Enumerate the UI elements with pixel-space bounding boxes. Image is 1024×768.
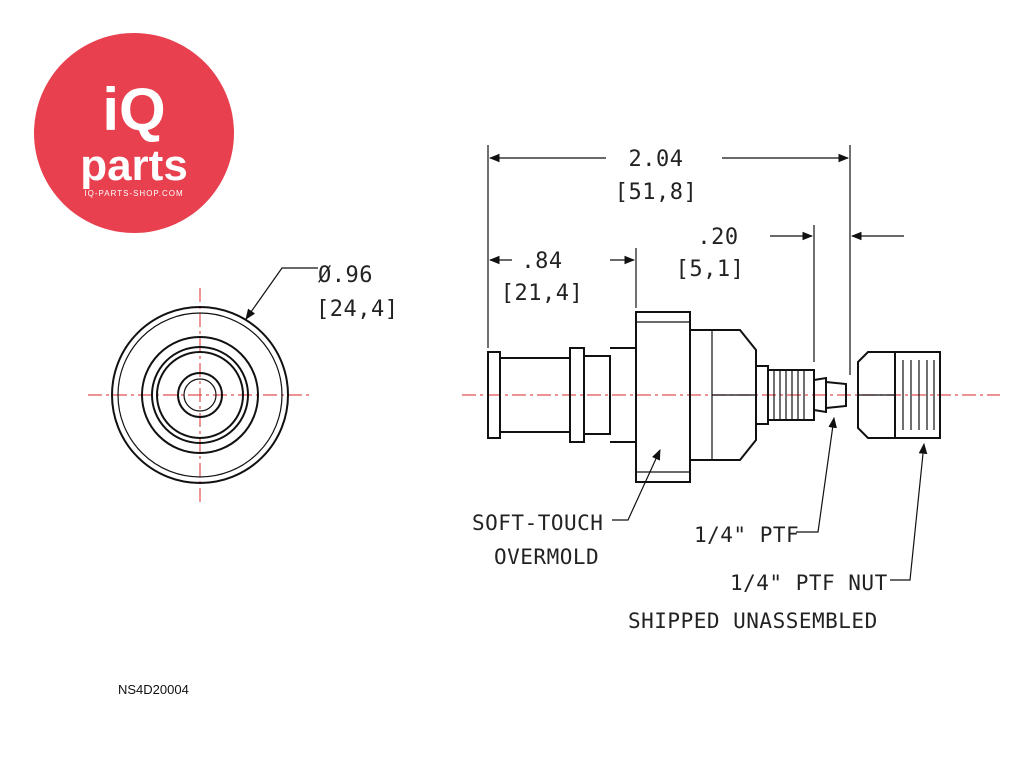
diameter-leader [245, 267, 318, 320]
nut-label-1: 1/4" PTF NUT [730, 571, 888, 595]
dim-gap-mm: [5,1] [676, 257, 745, 282]
ptf-leader [796, 416, 837, 533]
barb-2 [825, 380, 847, 410]
logo-website: IQ-PARTS-SHOP.COM [84, 189, 183, 198]
outer-ring-inner [117, 312, 283, 478]
side-view: 2.04 [51,8] .84 [21,4] .20 [5,1] SOFT-TO… [462, 145, 1000, 633]
plug-tip-ring [487, 351, 501, 439]
overmold-label-1: SOFT-TOUCH [472, 511, 603, 535]
dim-gap-inch: .20 [697, 225, 738, 250]
diameter-inch: Ø.96 [318, 263, 373, 288]
middle-ring [141, 336, 259, 454]
dim-body-mm: [21,4] [501, 281, 583, 306]
overmold-leader [612, 449, 661, 521]
part-number: NS4D20004 [118, 682, 189, 697]
logo-badge [34, 33, 234, 233]
overmold-label-2: OVERMOLD [494, 545, 599, 569]
plug-neck [584, 355, 611, 435]
iq-parts-logo: iQ parts IQ-PARTS-SHOP.COM [34, 33, 234, 233]
dim-overall-inch: 2.04 [629, 147, 684, 172]
nut-knurl [902, 360, 935, 430]
hex-body [689, 329, 757, 461]
bore [183, 378, 217, 412]
bore-ring [177, 372, 223, 418]
dim-body-inch: .84 [521, 249, 562, 274]
ptf-label: 1/4" PTF [694, 523, 799, 547]
logo-brand-top: iQ [102, 76, 165, 143]
ptf-nut [857, 351, 941, 439]
nut-leader [890, 442, 928, 581]
dim-overall-mm: [51,8] [615, 180, 697, 205]
end-view: Ø.96 [24,4] [88, 263, 398, 505]
inner-ring-2 [156, 351, 244, 439]
nut-label-2: SHIPPED UNASSEMBLED [628, 609, 878, 633]
thread-lines [773, 370, 805, 420]
barb-1 [813, 376, 827, 414]
logo-brand-bottom: parts [80, 141, 188, 190]
plug-stem [500, 357, 571, 433]
plug-collar [569, 347, 585, 443]
outer-ring [111, 306, 289, 484]
inner-ring [151, 346, 249, 444]
overmold-body [635, 311, 691, 483]
diameter-mm: [24,4] [316, 297, 398, 322]
